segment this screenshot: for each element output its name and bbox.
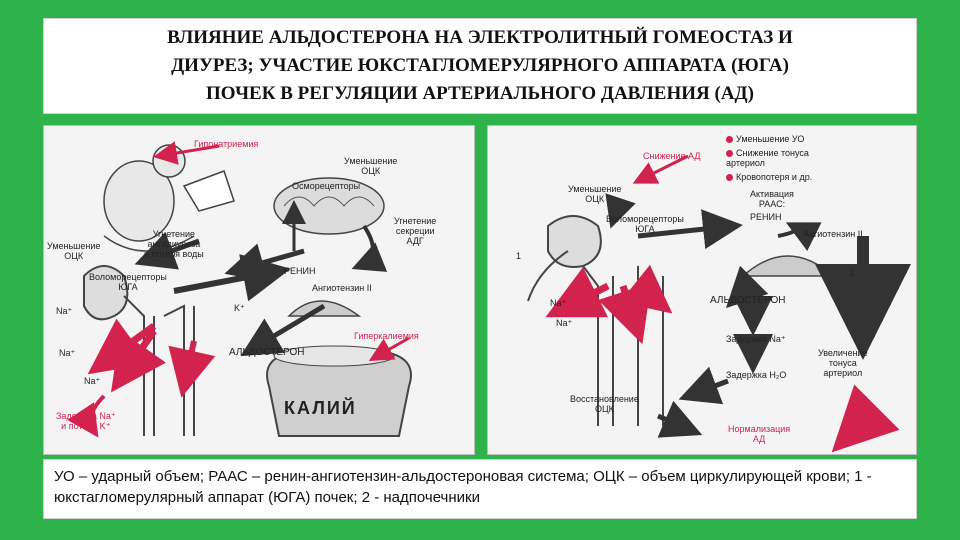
right-diagram-graphics xyxy=(527,154,911,453)
label-bp-normalization: Нормализация АД xyxy=(728,424,791,444)
label-angiotensin-r: Ангиотензин II xyxy=(803,229,863,239)
label-osmoreceptors: Осморецепторы xyxy=(292,181,361,191)
nephron-illustration xyxy=(83,265,195,436)
left-diagram-graphics xyxy=(67,141,412,438)
arrow-retention xyxy=(67,394,106,438)
label-renin-r: РЕНИН xyxy=(750,212,782,222)
label-num-1: 1 xyxy=(516,251,522,261)
adrenal-gland-illustration-right xyxy=(741,255,835,277)
label-na-plus-r2: Na⁺ xyxy=(556,318,573,328)
label-volume-receptors: Воломорецепторы ЮГА xyxy=(89,272,167,292)
arrow-adh xyxy=(351,224,388,272)
label-aldosterone-r: АЛЬДОСТЕРОН xyxy=(710,295,786,306)
right-diagram-panel: Уменьшение УО Снижение тонуса артериол К… xyxy=(487,125,917,455)
page-title: ВЛИЯНИЕ АЛЬДОСТЕРОНА НА ЭЛЕКТРОЛИТНЫЙ ГО… xyxy=(167,27,793,104)
label-retention: Задержка Na⁺ и потеря K⁺ xyxy=(56,411,116,431)
bullet-icon xyxy=(726,136,733,144)
label-k-plus: K⁺ xyxy=(234,303,245,313)
arrow-na-reabsorption-r3 xyxy=(619,264,673,314)
legend-item-3: Кровопотеря и др. xyxy=(726,172,812,182)
legend-box: УО – ударный объем; РААС – ренин-ангиоте… xyxy=(43,459,917,519)
label-na-plus-1: Na⁺ xyxy=(56,306,73,316)
legend-item-2: Снижение тонуса артериол xyxy=(726,148,809,168)
label-potassium-bag: КАЛИЙ xyxy=(284,398,357,418)
label-hyponatremia: Гипонатриемия xyxy=(194,139,259,149)
arrow-to-normalization xyxy=(657,400,703,438)
label-antidiuresis: Угнетение антидиуреза и потеря воды xyxy=(144,229,204,259)
arrow-to-occ xyxy=(134,231,200,270)
label-arteriole-tone: Увеличение тонуса артериол xyxy=(818,348,868,378)
label-angiotensin: Ангиотензин II xyxy=(312,283,372,293)
label-water-retention: Задержка H₂O xyxy=(726,370,787,380)
label-num-2: 2 xyxy=(850,268,856,278)
label-na-plus-3: Na⁺ xyxy=(84,376,101,386)
arrow-to-renin xyxy=(173,254,291,302)
arrow-hyponatremia xyxy=(153,141,220,165)
label-na-plus-2: Na⁺ xyxy=(59,348,76,358)
legend-text: УО – ударный объем; РААС – ренин-ангиоте… xyxy=(54,468,872,506)
label-aldosterone: АЛЬДОСТЕРОН xyxy=(229,347,305,358)
label-hyperkalemia: Гиперкалиемия xyxy=(354,331,419,341)
arrow-to-aldosterone xyxy=(240,303,326,357)
arrow-bp-decrease xyxy=(632,154,689,184)
arrow-na-reabsorption-2 xyxy=(110,328,167,393)
arrow-to-angiotensin xyxy=(777,222,822,252)
label-occ-decrease-top: Уменьшение ОЦК xyxy=(344,156,398,176)
label-adh-suppression: Угнетение секреции АДГ xyxy=(394,216,437,246)
label-occ-decrease-r: Уменьшение ОЦК xyxy=(568,184,622,204)
label-na-plus-r1: Na⁺ xyxy=(550,298,567,308)
arrow-hyperkalemia xyxy=(368,336,410,361)
bullet-icon xyxy=(726,174,733,182)
arrow-to-normalization-red xyxy=(831,384,900,453)
left-diagram-panel: Гипонатриемия Уменьшение ОЦК Осморецепто… xyxy=(43,125,475,455)
arrow-to-raas xyxy=(637,209,743,250)
label-renin: РЕНИН xyxy=(284,266,316,276)
label-na-retention: Задержка Na⁺ xyxy=(726,334,786,344)
bullet-icon xyxy=(726,150,733,158)
arrow-na-reabsorption-r2 xyxy=(598,282,652,345)
label-volume-receptors-r: Воломорецепторы ЮГА xyxy=(606,214,684,234)
arrow-occ-down xyxy=(605,193,636,229)
title-box: ВЛИЯНИЕ АЛЬДОСТЕРОНА НА ЭЛЕКТРОЛИТНЫЙ ГО… xyxy=(43,18,917,114)
arrow-to-occ-restore xyxy=(678,366,729,405)
legend-item-1: Уменьшение УО xyxy=(726,134,804,144)
label-occ-decrease-left: Уменьшение ОЦК xyxy=(47,241,101,261)
label-occ-restore: Восстановление ОЦК xyxy=(570,394,639,414)
potassium-bag-illustration xyxy=(266,345,412,437)
label-bp-decrease: Снижение АД xyxy=(643,151,701,161)
label-raas-activation: Активация РААС: xyxy=(750,189,794,209)
arrow-na-reabsorption-3 xyxy=(168,340,216,398)
